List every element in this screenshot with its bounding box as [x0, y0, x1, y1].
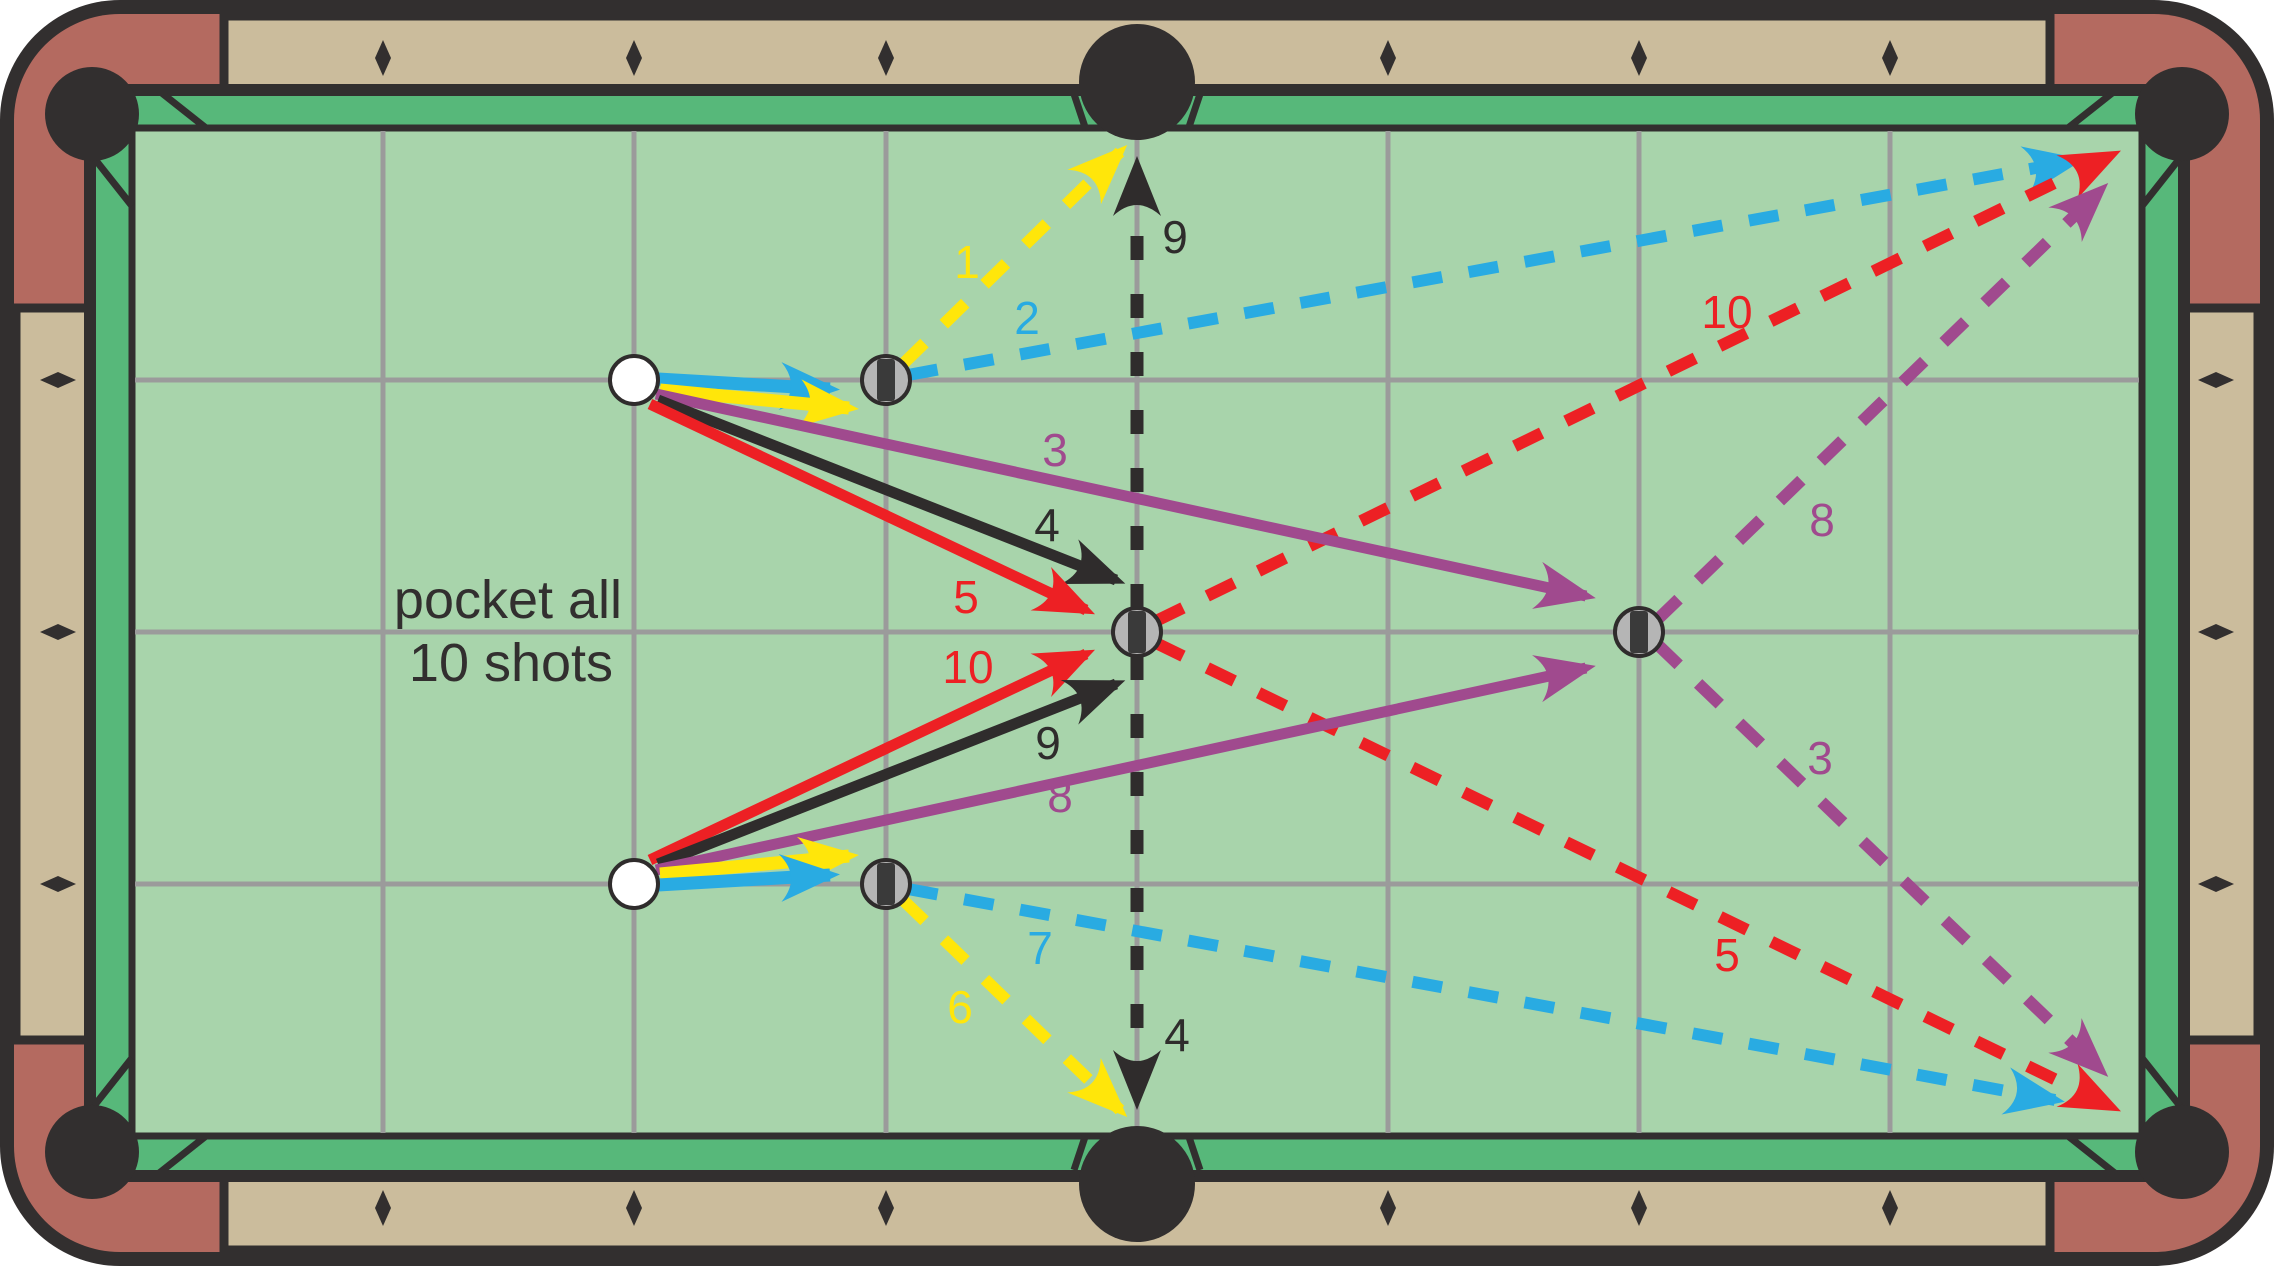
cue-ball-top — [608, 354, 660, 406]
shot-labels: 1 2 9 10 8 3 5 3 4 5 10 9 8 6 7 4 — [942, 211, 1834, 1061]
rail-diamonds — [40, 40, 2234, 1226]
shot6-label: 6 — [947, 981, 973, 1033]
jaw-cut — [91, 155, 135, 209]
object-ball-top — [860, 354, 912, 406]
annotation: pocket all 10 shots — [394, 570, 622, 693]
shot4-path-label: 4 — [1164, 1009, 1190, 1061]
shot1-object-path — [898, 145, 1128, 369]
shot5-aim-line — [647, 399, 1096, 615]
shot10-object-path — [1153, 149, 2121, 627]
shot8-path-label: 8 — [1809, 494, 1835, 546]
jaw-cut — [2139, 155, 2183, 209]
pocket-top-side — [1079, 24, 1195, 140]
rail-diamond — [2198, 372, 2234, 388]
cue-aim-lines — [647, 362, 1596, 902]
rail-diamond — [626, 1190, 642, 1226]
pocket-bottom-left — [45, 1105, 139, 1199]
pocket-bottom-right — [2135, 1105, 2229, 1199]
jaw-cut — [2065, 87, 2119, 131]
rail-diamond — [1631, 1190, 1647, 1226]
shot9-aim-label: 9 — [1035, 717, 1061, 769]
shot2-object-path — [906, 146, 2084, 381]
rail-diamond — [40, 372, 76, 388]
rail-diamond — [878, 1190, 894, 1226]
rail-diamond — [2198, 624, 2234, 640]
shot9-aim-line — [655, 678, 1126, 870]
shot6-object-path — [898, 895, 1128, 1117]
jaw-cut — [155, 87, 209, 131]
rail-diamond — [626, 40, 642, 76]
rail-diamond — [375, 40, 391, 76]
object-ball-right — [1613, 606, 1665, 658]
shot1-aim-line — [659, 379, 859, 428]
shot8-object-path — [1652, 183, 2109, 625]
shot4-aim-label: 4 — [1034, 499, 1060, 551]
pockets — [45, 24, 2229, 1242]
balls — [608, 354, 1665, 910]
shot5-path-label: 5 — [1714, 929, 1740, 981]
shot8-aim-line — [654, 655, 1596, 876]
shot8-aim-label: 8 — [1047, 770, 1073, 822]
jaw-cut — [1070, 1132, 1090, 1172]
rail-diamond — [1882, 40, 1898, 76]
annotation-line2: 10 shots — [409, 633, 613, 693]
shot3-path-label: 3 — [1807, 732, 1833, 784]
shot10-aim-label: 10 — [942, 641, 993, 693]
annotation-line1: pocket all — [394, 570, 622, 630]
object-ball-bottom-stripe — [877, 863, 895, 905]
pocket-top-left — [45, 67, 139, 161]
object-ball-right-stripe — [1630, 611, 1648, 653]
object-ball-top-stripe — [877, 359, 895, 401]
jaw-cut — [1184, 92, 1204, 132]
jaw-cut — [91, 1055, 135, 1109]
jaw-cut — [1184, 1132, 1204, 1172]
shot7-aim-line — [657, 853, 840, 902]
rail-diamond — [40, 624, 76, 640]
shot3-aim-line — [654, 388, 1596, 609]
shot4-aim-line — [655, 394, 1126, 586]
jaw-cut — [1070, 92, 1090, 132]
rail-diamond — [1631, 40, 1647, 76]
rail-diamond — [1380, 40, 1396, 76]
rail-diamond — [40, 876, 76, 892]
jaw-cut — [2139, 1055, 2183, 1109]
rail-diamond — [1380, 1190, 1396, 1226]
rail-diamond — [1882, 1190, 1898, 1226]
shot10-aim-line — [647, 649, 1096, 865]
shot1-label: 1 — [954, 236, 980, 288]
shot7-object-path — [906, 883, 2065, 1115]
pocket-jaws — [91, 87, 2183, 1177]
shot3-aim-label: 3 — [1042, 424, 1068, 476]
shot2-label: 2 — [1014, 292, 1040, 344]
object-ball-center-stripe — [1128, 611, 1146, 653]
object-ball-paths — [898, 145, 2121, 1117]
object-ball-center — [1111, 606, 1163, 658]
rail-diamond — [878, 40, 894, 76]
cue-ball-bottom — [608, 858, 660, 910]
rail-diamond — [2198, 876, 2234, 892]
shot9-path-label: 9 — [1162, 211, 1188, 263]
jaw-cut — [2065, 1133, 2119, 1177]
shot10-path-label: 10 — [1701, 286, 1752, 338]
shot5-object-path — [1153, 637, 2121, 1113]
jaw-cut — [155, 1133, 209, 1177]
pocket-bottom-side — [1079, 1126, 1195, 1242]
gridlines — [135, 131, 2139, 1133]
shot5-aim-label: 5 — [953, 571, 979, 623]
rail-diamond — [375, 1190, 391, 1226]
object-ball-bottom — [860, 858, 912, 910]
shot3-object-path — [1652, 639, 2109, 1077]
pocket-top-right — [2135, 67, 2229, 161]
shot7-label: 7 — [1027, 922, 1053, 974]
